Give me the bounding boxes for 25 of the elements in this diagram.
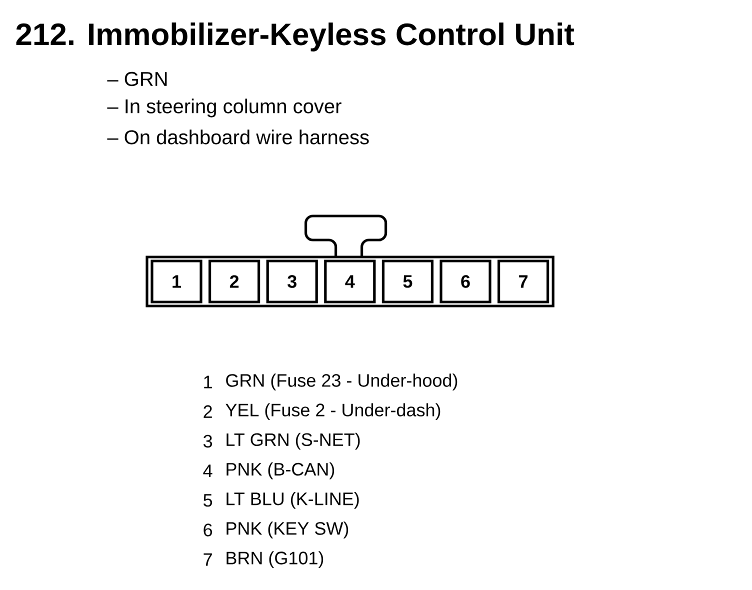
wire-description: PNK (KEY SW) bbox=[226, 522, 348, 538]
pin-cell: 2 bbox=[208, 260, 260, 304]
wire-description: GRN (Fuse 23 - Under-hood) bbox=[226, 374, 458, 390]
pin-number: 6 bbox=[204, 524, 212, 536]
wire-description: PNK (B-CAN) bbox=[226, 462, 334, 480]
pin-cell: 6 bbox=[440, 260, 492, 304]
pin-cell: 4 bbox=[324, 260, 376, 304]
pin-number: 3 bbox=[203, 434, 212, 448]
pin-number: 4 bbox=[203, 464, 212, 477]
pin-number: 7 bbox=[204, 553, 212, 566]
pin-cell: 1 bbox=[150, 260, 202, 304]
pin-number: 1 bbox=[204, 376, 212, 388]
note: – GRN bbox=[107, 72, 167, 86]
wire-description: LT GRN (S-NET) bbox=[226, 432, 360, 450]
pin-cell: 5 bbox=[382, 260, 434, 304]
note: – In steering column cover bbox=[107, 98, 342, 118]
wire-description: YEL (Fuse 2 - Under-dash) bbox=[226, 403, 440, 420]
wire-description: LT BLU (K-LINE) bbox=[226, 492, 359, 509]
pin-number: 5 bbox=[204, 494, 212, 507]
pin-number: 2 bbox=[204, 405, 212, 418]
note: – On dashboard wire harness bbox=[107, 130, 369, 144]
title: 212. Immobilizer-Keyless Control Unit bbox=[16, 22, 574, 52]
pin-cell: 7 bbox=[498, 260, 550, 304]
wire-description: BRN (G101) bbox=[226, 551, 324, 568]
pin-cell: 3 bbox=[266, 260, 318, 304]
